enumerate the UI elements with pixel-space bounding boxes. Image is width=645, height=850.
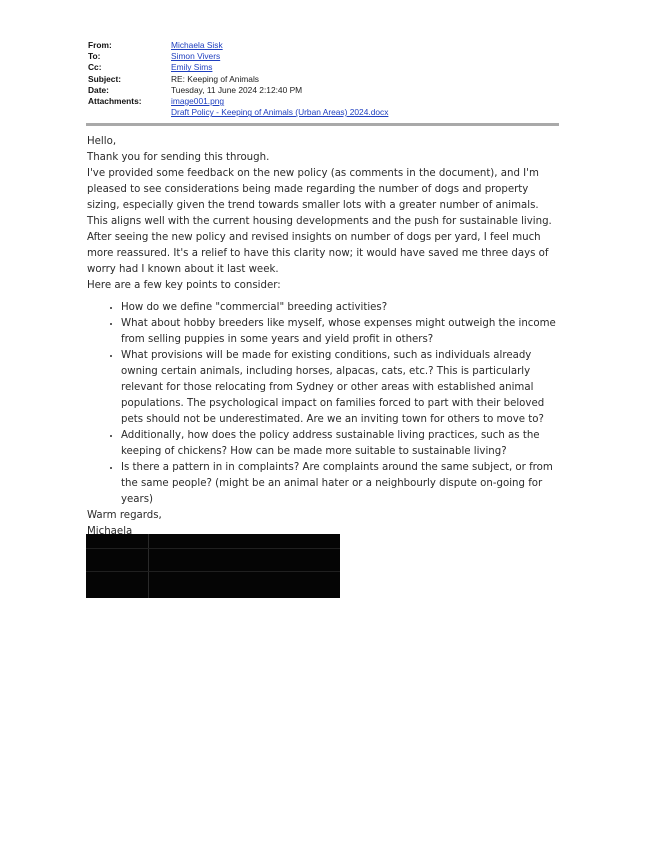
cc-link[interactable]: Emily Sims — [171, 62, 213, 73]
email-body: Hello, Thank you for sending this throug… — [87, 134, 561, 540]
list-item: What provisions will be made for existin… — [121, 348, 561, 428]
body-paragraph: I've provided some feedback on the new p… — [87, 168, 552, 227]
body-paragraph: After seeing the new policy and revised … — [87, 232, 549, 275]
list-item: Is there a pattern in in complaints? Are… — [121, 460, 561, 508]
key-points-list: How do we define "commercial" breeding a… — [87, 300, 561, 508]
header-row-from: From: Michaela Sisk — [88, 40, 560, 51]
header-row-cc: Cc: Emily Sims — [88, 62, 560, 73]
date-label: Date: — [88, 84, 109, 95]
email-header: From: Michaela Sisk To: Simon Vivers Cc:… — [88, 40, 560, 118]
header-row-to: To: Simon Vivers — [88, 51, 560, 62]
header-row-attachments: Attachments: image001.png Draft Policy -… — [88, 96, 560, 118]
header-divider — [86, 123, 559, 126]
to-label: To: — [88, 51, 101, 62]
redaction-row-divider — [86, 548, 340, 549]
signature-name: Michaela — [87, 526, 133, 537]
cc-label: Cc: — [88, 62, 102, 73]
redaction-row-divider — [86, 571, 340, 572]
redacted-signature-block — [86, 534, 340, 598]
greeting: Hello, — [87, 136, 117, 147]
attachments-label: Attachments: — [88, 96, 142, 107]
list-item: How do we define "commercial" breeding a… — [121, 300, 561, 316]
from-link[interactable]: Michaela Sisk — [171, 40, 223, 50]
subject-label: Subject: — [88, 73, 122, 84]
subject-value: RE: Keeping of Animals — [171, 73, 259, 84]
body-paragraph: Here are a few key points to consider: — [87, 280, 281, 291]
body-paragraph: Thank you for sending this through. — [87, 152, 270, 163]
attachment-link-draft-policy[interactable]: Draft Policy - Keeping of Animals (Urban… — [171, 107, 389, 118]
list-item: Additionally, how does the policy addres… — [121, 428, 561, 460]
to-link[interactable]: Simon Vivers — [171, 51, 221, 62]
list-item: What about hobby breeders like myself, w… — [121, 316, 561, 348]
date-value: Tuesday, 11 June 2024 2:12:40 PM — [171, 84, 303, 95]
redaction-cell-divider — [148, 534, 149, 598]
header-row-date: Date: Tuesday, 11 June 2024 2:12:40 PM — [88, 85, 560, 96]
closing: Warm regards, — [87, 510, 162, 521]
attachment-link-image[interactable]: image001.png — [171, 96, 225, 107]
header-row-subject: Subject: RE: Keeping of Animals — [88, 74, 560, 85]
attachments-list: image001.png Draft Policy - Keeping of A… — [171, 96, 388, 118]
from-label: From: — [88, 40, 112, 50]
